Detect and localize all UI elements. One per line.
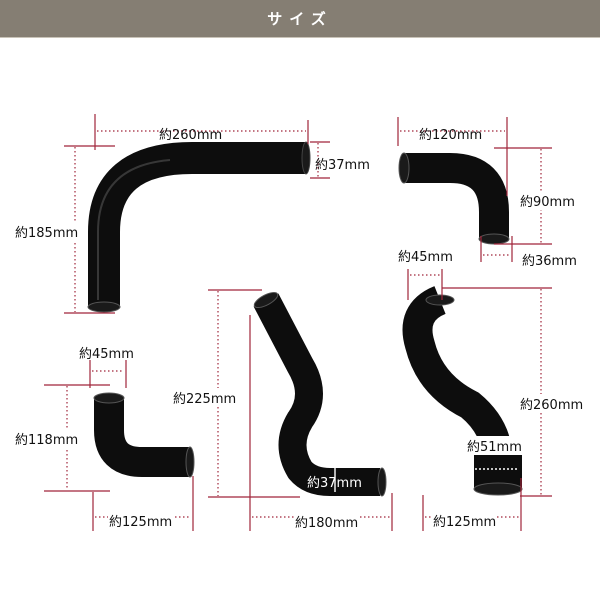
hose-2-dimensions (397, 117, 552, 262)
hose-3-dimensions (44, 360, 194, 531)
hose-2-diameter-label: 約36mm (522, 254, 577, 269)
hose-5-diameter-label: 約51mm (466, 436, 523, 455)
hose-1-height-label: 約185mm (14, 222, 80, 241)
hose-4-dimensions (208, 289, 393, 531)
section-header: サイズ (0, 0, 600, 37)
hose-4-height-label: 約225mm (172, 388, 238, 407)
hose-4 (253, 291, 387, 497)
hose-2-height-label: 約90mm (519, 191, 576, 210)
hose-5-height-label: 約260mm (519, 394, 585, 413)
hose-5 (402, 286, 523, 496)
hose-3-height-label: 約118mm (14, 429, 80, 448)
hose-1-width-label: 約260mm (159, 128, 223, 143)
hose-2-width-label: 約120mm (419, 128, 483, 143)
hose-4-diameter-label: 約37mm (307, 476, 362, 491)
hose-5-top-label: 約45mm (398, 250, 453, 265)
header-divider (0, 37, 600, 38)
hose-3-width-label: 約125mm (108, 511, 174, 530)
hose-1-diameter-label: 約37mm (315, 158, 370, 173)
header-title: サイズ (267, 10, 333, 28)
hose-1 (87, 141, 311, 313)
hose-2 (398, 152, 510, 245)
hose-1-dimensions (64, 114, 330, 314)
hose-5-width-label: 約125mm (432, 511, 498, 530)
hose-4-width-label: 約180mm (294, 512, 360, 531)
hose-5-dimensions (407, 269, 552, 531)
hose-3-top-label: 約45mm (79, 347, 134, 362)
hose-3 (93, 392, 195, 478)
